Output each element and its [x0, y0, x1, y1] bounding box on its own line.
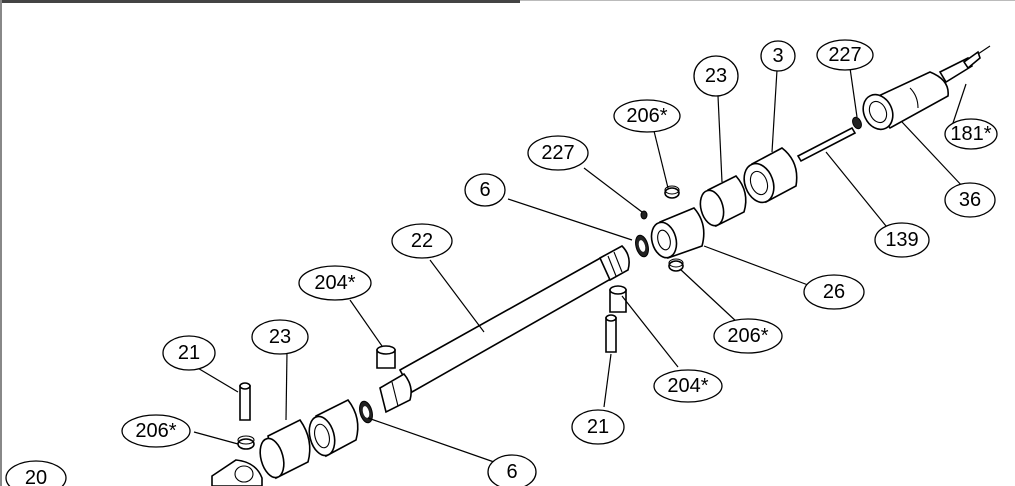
- part-206-mid-plug: [668, 258, 684, 272]
- frame-border-left: [0, 0, 2, 486]
- part-181-tip: [938, 45, 991, 84]
- callout-181: 181*: [944, 118, 998, 150]
- part-23-top-ring: [699, 175, 747, 228]
- frame-border-top: [0, 0, 520, 3]
- svg-text:206*: 206*: [727, 325, 768, 347]
- callout-206-bottom: 206*: [121, 414, 191, 448]
- part-20-housing: [211, 459, 263, 486]
- svg-text:6: 6: [506, 461, 517, 483]
- part-21-left-pin: [239, 382, 251, 421]
- svg-text:227: 227: [828, 44, 861, 66]
- svg-text:21: 21: [587, 416, 609, 438]
- svg-text:36: 36: [959, 189, 981, 211]
- callout-206-mid: 206*: [713, 318, 783, 354]
- part-206-top-plug: [664, 185, 680, 199]
- callout-204-bottom: 204*: [653, 369, 723, 403]
- svg-text:3: 3: [772, 45, 783, 67]
- part-23-bottom-ring: [259, 418, 311, 480]
- part-6-top-washer: [635, 234, 649, 258]
- part-22-tube: [379, 245, 630, 414]
- callout-21-left: 21: [162, 335, 216, 371]
- callout-139: 139: [874, 222, 930, 258]
- callout-20: 20: [5, 460, 67, 486]
- part-227-mid-oring: [640, 210, 648, 220]
- svg-text:204*: 204*: [667, 375, 708, 397]
- callout-6-bottom: 6: [487, 454, 537, 486]
- callout-3: 3: [760, 40, 796, 72]
- callout-23-bottom: 23: [251, 319, 309, 355]
- part-204-left-bushing: [376, 345, 396, 369]
- part-21-right-pin: [605, 314, 617, 353]
- svg-text:204*: 204*: [314, 272, 355, 294]
- svg-text:6: 6: [479, 179, 490, 201]
- callout-206-top: 206*: [613, 99, 681, 133]
- leader-lines: [193, 67, 967, 463]
- svg-text:23: 23: [705, 65, 727, 87]
- part-204-right-bushing: [609, 285, 627, 313]
- callout-227-top: 227: [816, 39, 874, 71]
- part-206-bottom-plug: [237, 435, 255, 450]
- callout-26: 26: [803, 274, 865, 310]
- svg-text:206*: 206*: [626, 105, 667, 127]
- part-3-housing: [743, 147, 798, 204]
- callout-22: 22: [391, 223, 453, 259]
- callout-204-top: 204*: [298, 265, 372, 301]
- part-139-rod: [796, 126, 857, 163]
- callout-6-top: 6: [464, 173, 506, 207]
- callout-36: 36: [944, 182, 996, 218]
- svg-text:26: 26: [823, 281, 845, 303]
- svg-text:22: 22: [411, 230, 433, 252]
- callout-23-top: 23: [693, 55, 739, 97]
- svg-text:23: 23: [269, 326, 291, 348]
- frame-border-top-light: [520, 0, 1015, 1]
- svg-text:227: 227: [541, 142, 574, 164]
- svg-text:181*: 181*: [950, 123, 991, 145]
- part-bottom-block: [308, 398, 359, 458]
- part-227-top-oring: [852, 116, 862, 130]
- svg-text:206*: 206*: [135, 420, 176, 442]
- callout-21-right: 21: [571, 409, 625, 445]
- svg-text:21: 21: [178, 342, 200, 364]
- part-36-cylinder: [862, 71, 949, 131]
- callout-227-mid: 227: [527, 135, 589, 171]
- part-26-block: [650, 207, 705, 260]
- svg-text:20: 20: [25, 467, 47, 486]
- part-6-bottom-washer: [359, 400, 373, 424]
- svg-text:139: 139: [885, 229, 918, 251]
